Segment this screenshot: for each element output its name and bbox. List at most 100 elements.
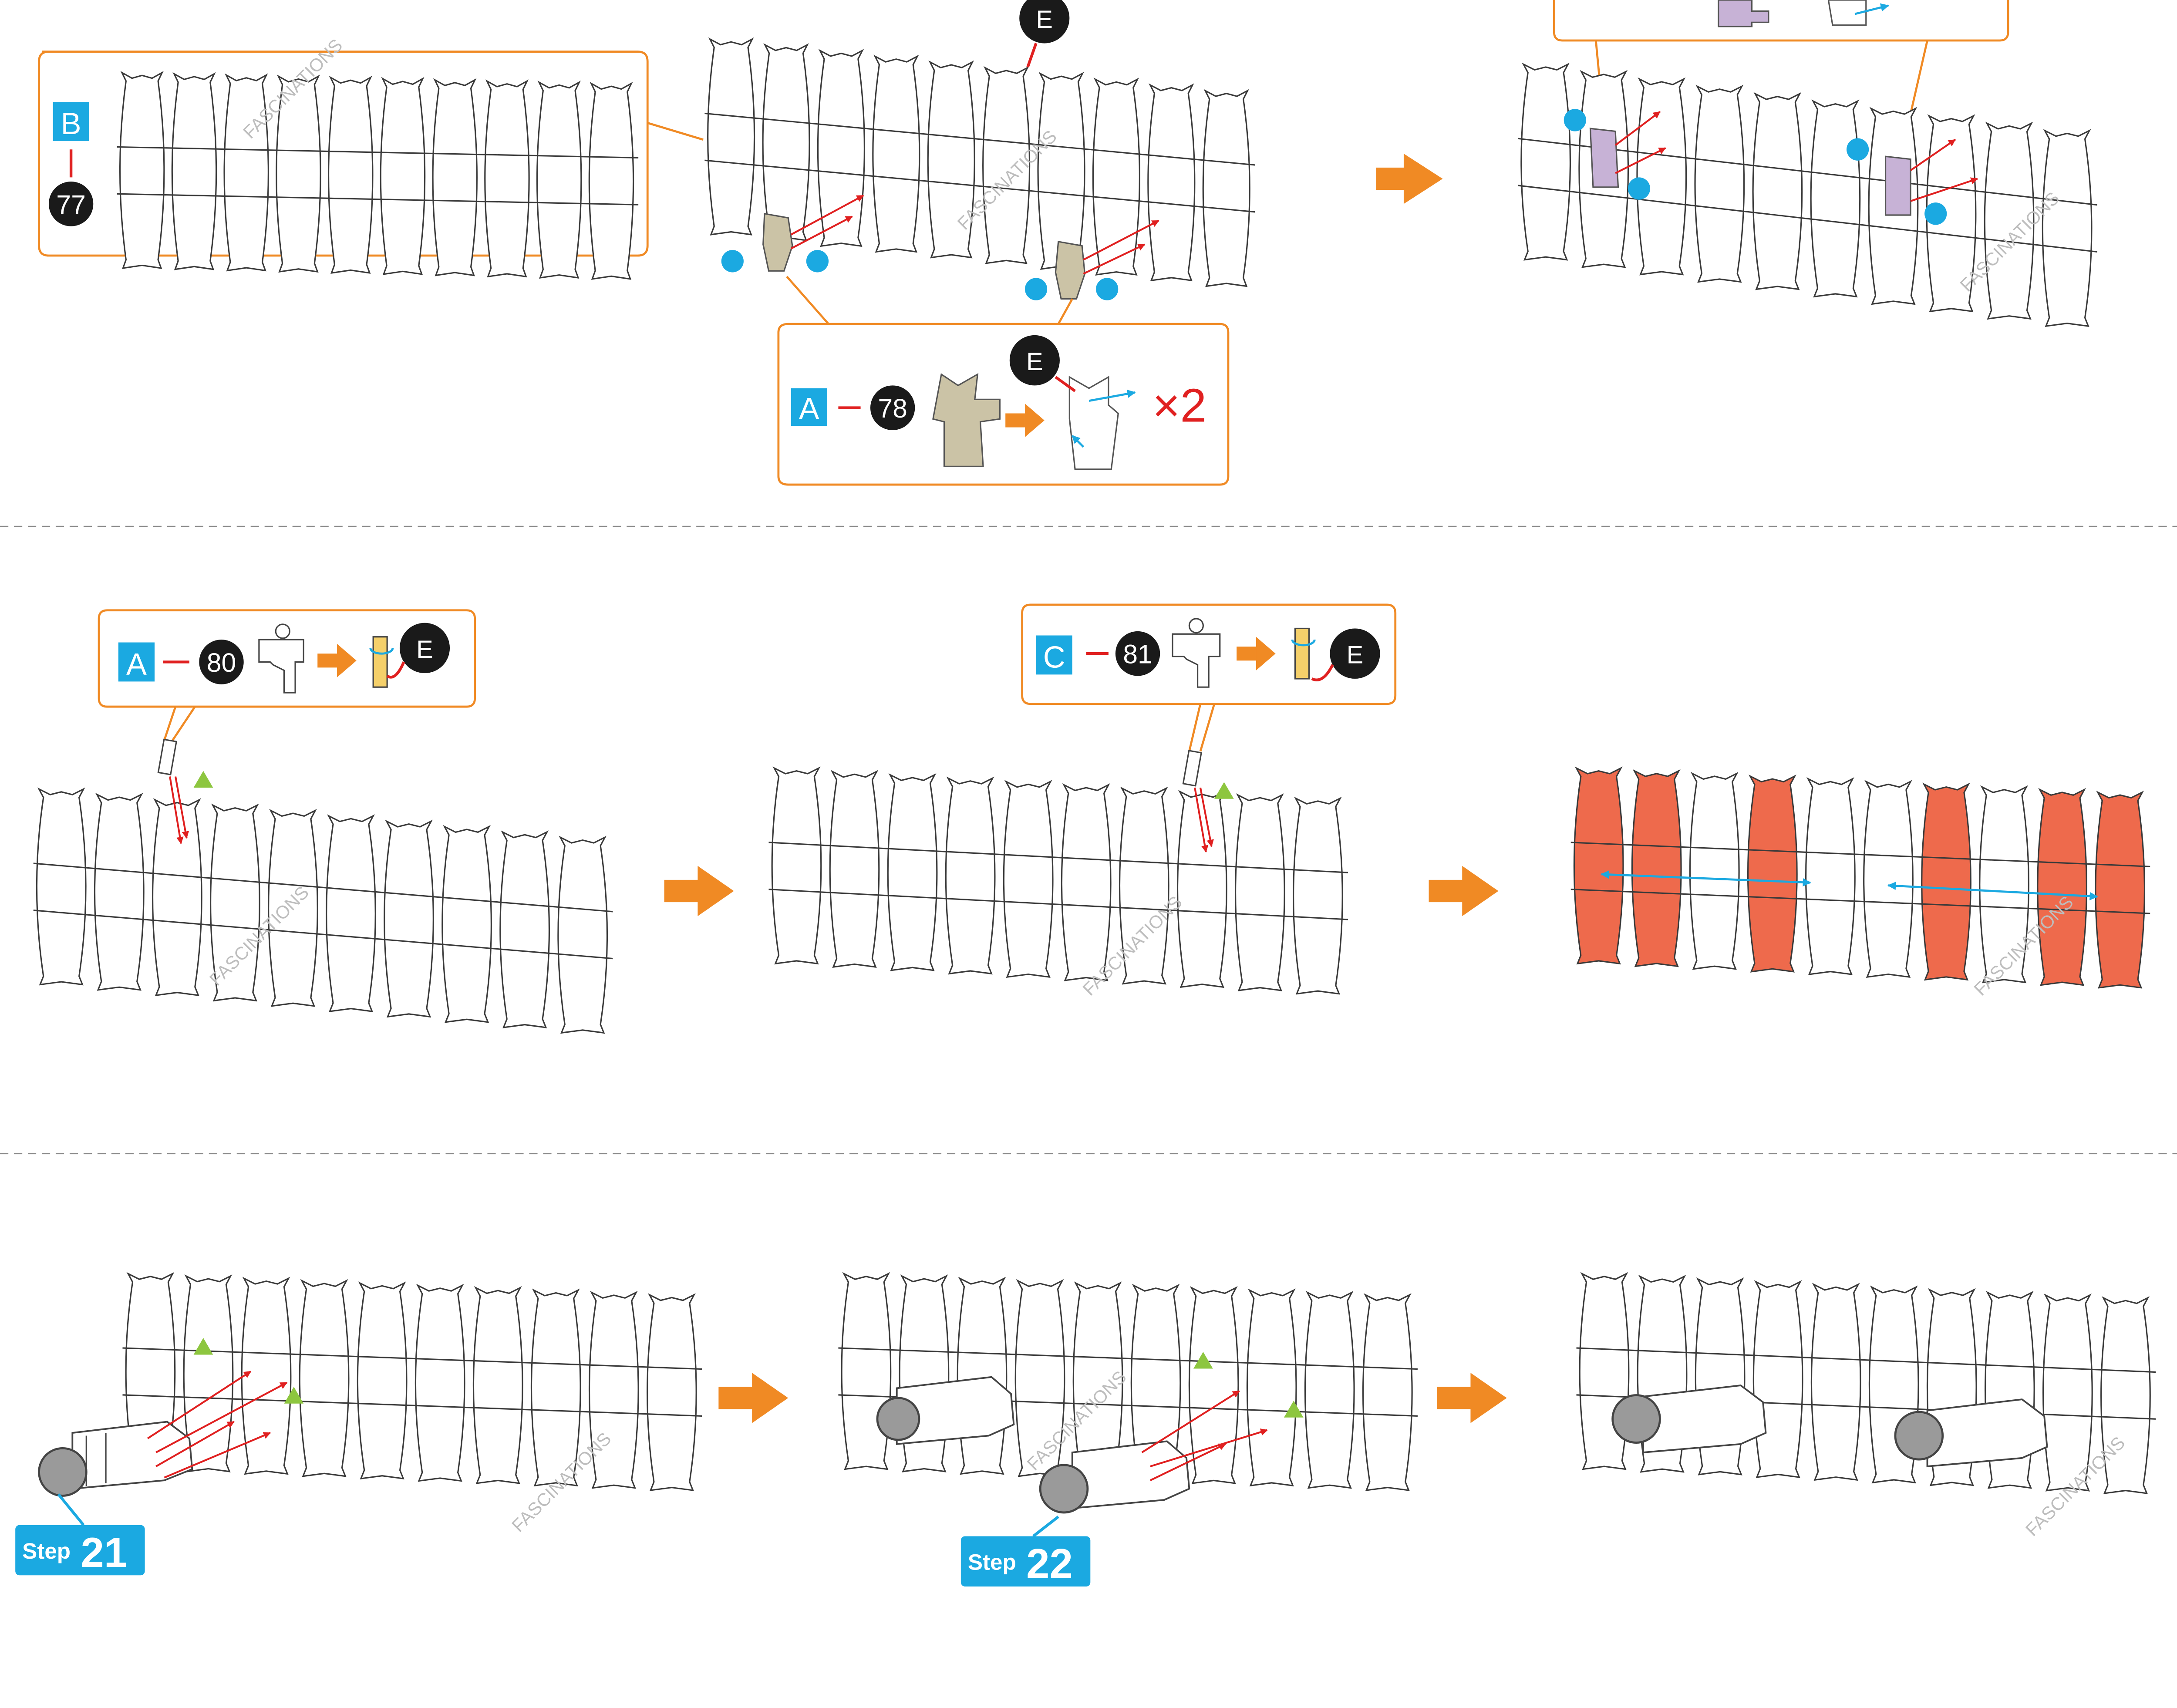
strip-panel [1747, 775, 1798, 973]
attach-point-dot [721, 250, 744, 273]
strip-panel [357, 1281, 408, 1479]
fold-line [704, 159, 1255, 213]
strip-panel [1293, 796, 1343, 995]
flow-arrow-icon [1437, 1373, 1507, 1423]
strip-panel [1863, 780, 1914, 978]
svg-text:E: E [416, 636, 433, 664]
strip-panel [982, 66, 1031, 264]
top-connector-marker: E [1019, 0, 1070, 68]
strip-panel [223, 73, 269, 272]
fold-line [33, 862, 613, 913]
strip-panel [484, 79, 530, 278]
svg-text:E: E [1026, 348, 1043, 376]
strip-r3-c [1576, 1272, 2156, 1494]
strip-panel [1694, 84, 1745, 283]
strip-panel [1810, 1283, 1861, 1481]
fold-line [33, 910, 613, 960]
fold-line [1518, 185, 2097, 253]
strip-panel [1235, 793, 1285, 991]
strip-panel [1921, 782, 1971, 981]
strip-panel [1810, 99, 1861, 298]
fold-line [768, 889, 1348, 920]
callout-c81: C 81 E [1021, 603, 1397, 752]
step-number: 22 [1026, 1541, 1073, 1587]
strip-panel [1636, 77, 1687, 276]
flow-arrow-icon [1429, 866, 1499, 916]
strip-panel [707, 37, 755, 236]
strip-panel [771, 766, 822, 965]
strip-panel [276, 74, 321, 273]
strip-panel [1689, 771, 1740, 970]
fold-line [117, 193, 639, 205]
sheet-letter: A [126, 647, 147, 681]
strip-panel [1362, 1293, 1413, 1491]
part-shape [932, 373, 1001, 467]
fold-line [117, 146, 639, 158]
strip-panel [1752, 1280, 1803, 1478]
step-number: 21 [81, 1529, 128, 1576]
strip-panel [817, 49, 865, 247]
strip-panel [94, 792, 145, 991]
cannon-part [876, 1352, 1304, 1514]
strip-r3-a [122, 1272, 702, 1491]
align-triangle-icon [284, 1387, 304, 1404]
part-number-badge [48, 181, 94, 226]
strip-panel [1119, 786, 1169, 985]
sheet-letter: C [1043, 640, 1065, 674]
connector-badge [1009, 335, 1060, 386]
flow-arrow-icon [1375, 153, 1443, 204]
strip-panel [2037, 788, 2087, 986]
strip-panel [241, 1277, 292, 1475]
bent-strip-2 [1518, 62, 2097, 327]
svg-text:E: E [1036, 6, 1053, 34]
fold-line [1570, 889, 2150, 914]
strip-panel [1805, 777, 1856, 975]
attach-point-dot [1096, 278, 1119, 300]
strip-panel [872, 54, 920, 253]
strip-panel [530, 1288, 581, 1487]
strip-panel [557, 835, 608, 1034]
align-triangle-icon [1193, 1352, 1213, 1369]
strip-panel [588, 81, 634, 280]
strip-panel [1037, 72, 1085, 270]
strip-panel [119, 71, 165, 269]
strip-r2-a [33, 787, 613, 1034]
attach-point-dot [1024, 278, 1048, 300]
strip-panel [415, 1284, 465, 1482]
callout-a80: A 80 E [98, 609, 476, 741]
strip-panel [957, 1277, 1008, 1475]
align-triangle-icon [193, 1337, 213, 1355]
sheet-letter: A [799, 391, 819, 425]
flow-arrow-icon [664, 866, 734, 916]
attach-point-dot [806, 250, 829, 273]
strip-panel [536, 81, 582, 279]
strip-panel [1520, 62, 1571, 261]
part-number: 78 [878, 394, 907, 423]
strip-panel [1573, 766, 1624, 965]
strip-r2-c [1570, 766, 2150, 989]
strip-panel [384, 819, 434, 1018]
strip-panel [1147, 83, 1196, 282]
tab-attachments-row1a [721, 195, 1159, 300]
strip-panel [588, 1290, 639, 1489]
callout-a78: A 78 E ×2 [777, 276, 1230, 486]
strip-panel [36, 787, 87, 986]
strip-panel [499, 830, 550, 1028]
flat-strip [117, 71, 639, 280]
fold-line [122, 1347, 702, 1370]
sheet-badge [53, 102, 89, 141]
strip-panel [1579, 1272, 1630, 1470]
strip-panel [829, 770, 880, 968]
strip-panel [1304, 1290, 1355, 1489]
fold-line [1570, 842, 2150, 867]
strip-panel [1092, 77, 1140, 276]
strip-panel [1061, 783, 1112, 981]
strip-panel [183, 1274, 234, 1472]
insert-part-c81 [1182, 750, 1234, 853]
strip-panel [945, 776, 996, 975]
callout-partial [1553, 0, 2009, 157]
strip-panel [326, 814, 376, 1012]
fold-line [122, 1394, 702, 1417]
strip-panel [1003, 780, 1054, 978]
